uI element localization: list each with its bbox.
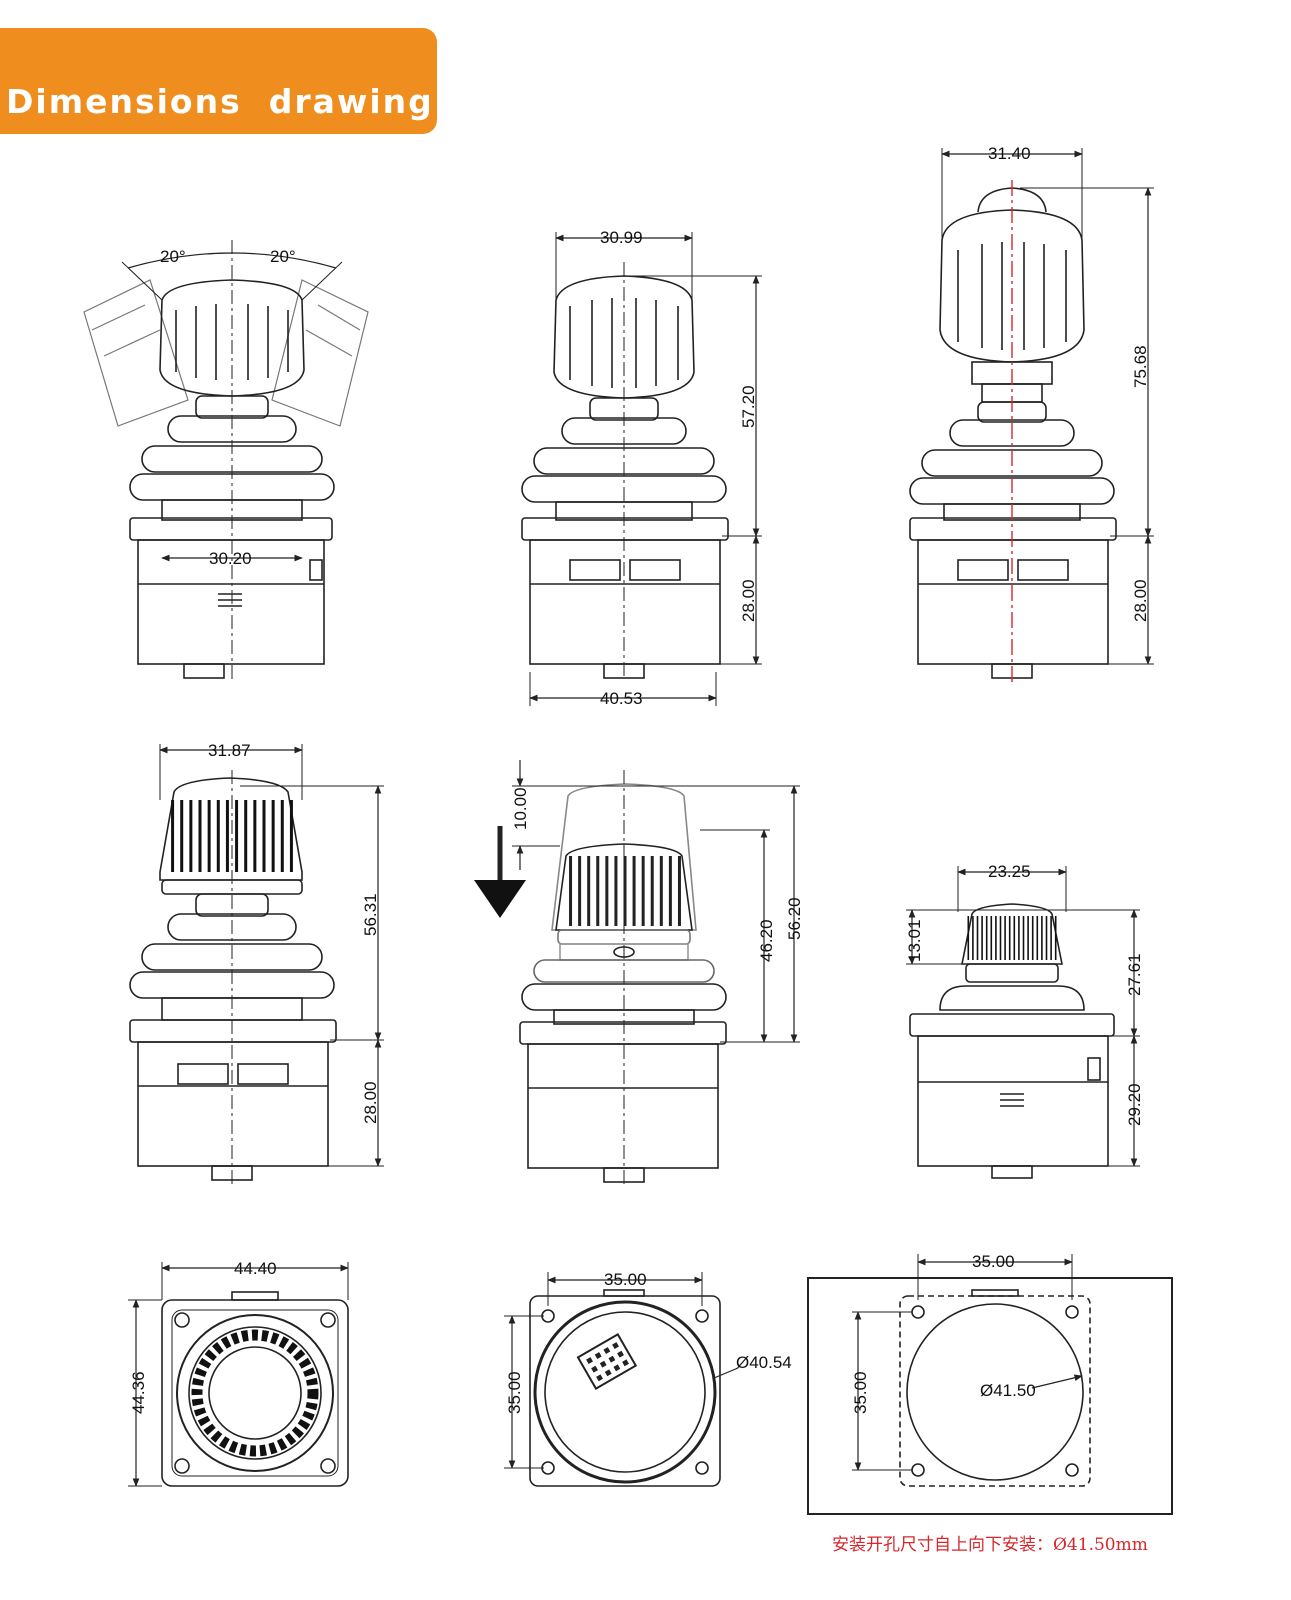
title-banner: Dimensions drawing: [0,28,447,134]
mounting-caption: 安装开孔尺寸自上向下安装：Ø41.50mm [832,1535,1148,1555]
dim-base-height: 28.00 [1131,579,1150,622]
view-push: 10.00 46.20 56.20 [474,760,804,1186]
dim-height: 35.00 [505,1371,524,1414]
dim-height: 57.20 [739,385,758,428]
dim-top-width: 31.87 [208,741,251,760]
connector-pin [596,1374,603,1382]
dim-diameter: Ø41.50 [980,1381,1036,1400]
dim-travel: 10.00 [511,787,530,830]
view-tall: 31.40 75.68 28.00 [909,144,1154,684]
dim-width: 44.40 [234,1259,277,1278]
dim-height: 75.68 [1131,345,1150,388]
dim-height: 27.61 [1125,953,1144,996]
connector-pin [608,1355,616,1363]
dim-base-width: 30.20 [209,549,252,568]
dim-base-height: 28.00 [361,1081,380,1124]
connector-pin [586,1357,593,1364]
connector-pin [617,1350,624,1358]
view-small: 23.25 13.01 27.61 29.20 [905,862,1144,1179]
dim-inner-height: 46.20 [757,919,776,962]
connector-pin [599,1360,607,1368]
connector-pin [613,1364,621,1372]
dim-height: 44.36 [129,1371,148,1414]
connector-pin [612,1342,619,1349]
dim-width: 35.00 [604,1270,647,1289]
dim-top-width: 31.40 [988,144,1031,163]
dim-height: 35.00 [851,1371,870,1414]
view-cutout: 35.00 35.00 Ø41.50 安装开孔尺寸自上向下安装：Ø41.50mm [807,1252,1173,1555]
dim-angle-left: 20° [160,247,186,266]
dim-angle-right: 20° [270,247,296,266]
dim-diameter: Ø40.54 [736,1353,792,1372]
dim-width: 35.00 [972,1252,1015,1271]
view-top: 44.40 44.36 [128,1259,349,1487]
view-ribbed: 31.87 56.31 28.00 [129,741,384,1184]
view-tilt: 20° 20° 30.20 [83,240,369,680]
connector-pin [604,1369,612,1377]
dim-top-width: 23.25 [988,862,1031,881]
view-bottom: 35.00 35.00 Ø40.54 [504,1270,792,1487]
dim-base-height: 28.00 [739,579,758,622]
connector-pin [622,1359,629,1367]
dim-knob-height: 13.01 [905,919,924,962]
dim-height: 56.31 [361,893,380,936]
connector-pin [603,1347,611,1354]
view-side: 30.99 57.20 28.00 40.53 [521,228,762,708]
dim-base-height: 29.20 [1125,1083,1144,1126]
dim-outer-height: 56.20 [785,897,804,940]
dim-base-width: 40.53 [600,689,643,708]
page-title: Dimensions drawing: [6,82,449,121]
dim-top-width: 30.99 [600,228,643,247]
connector-pin [594,1352,602,1359]
connector-pin [591,1365,598,1373]
